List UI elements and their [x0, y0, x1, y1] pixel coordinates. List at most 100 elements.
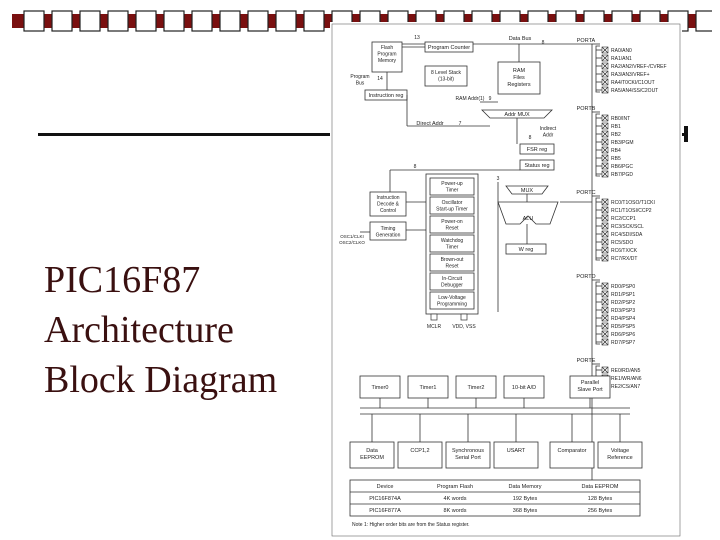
flash-label: Memory — [378, 58, 397, 64]
timing-generation-block — [369, 221, 407, 241]
status-register-block — [519, 159, 555, 171]
flash-memory-block — [371, 41, 403, 73]
pin-cross — [601, 366, 609, 374]
ram-addr-width-label: 9 — [489, 96, 492, 102]
indirect-addr-label: Addr — [543, 133, 554, 139]
pin-cross — [601, 306, 609, 314]
power-block-label: Debugger — [441, 283, 463, 289]
peripheral-block — [549, 441, 595, 469]
power-block — [429, 272, 475, 291]
pin-cross — [601, 54, 609, 62]
table-cell: 368 Bytes — [513, 508, 538, 514]
decode-label: Decode & — [377, 202, 400, 208]
pin-cross — [601, 70, 609, 78]
deco-square — [219, 10, 241, 32]
deco-square — [191, 10, 213, 32]
peripheral-label: USART — [507, 448, 526, 454]
pin-label: RD2/PSP2 — [611, 300, 635, 306]
peripheral-label: Timer2 — [468, 385, 485, 391]
device-table — [349, 479, 641, 517]
pin-cross — [601, 238, 609, 246]
table-note: Note 1: Higher order bits are from the S… — [352, 522, 470, 528]
peripheral-block — [597, 441, 643, 469]
program-counter-label: Program Counter — [428, 45, 470, 51]
peripheral-label: Timer0 — [372, 385, 389, 391]
power-block-label: Reset — [445, 226, 459, 232]
port-name-label: PORTA — [577, 38, 596, 44]
alu-block — [497, 201, 559, 225]
power-block-label: Timer — [446, 245, 459, 251]
vdd-vss-label: VDD, VSS — [452, 324, 476, 330]
fsr-label: FSR reg — [527, 147, 547, 153]
instruction-decode-block — [369, 191, 407, 217]
ram-label: Files — [513, 75, 525, 81]
peripheral-label: Parallel — [581, 380, 599, 386]
slide-title: PIC16F87 Architecture Block Diagram — [44, 255, 344, 405]
deco-square — [275, 10, 297, 32]
pin-cross — [601, 314, 609, 322]
pin-cross — [601, 338, 609, 346]
pin-label: RC5/SDO — [611, 240, 633, 246]
table-cell: 256 Bytes — [588, 508, 613, 514]
pin-label: RE1/WR/AN6 — [611, 376, 642, 382]
peripheral-block — [493, 441, 539, 469]
pin-label: RB7/PGD — [611, 172, 633, 178]
deco-square — [23, 10, 45, 32]
power-block — [429, 177, 475, 196]
power-block — [429, 234, 475, 253]
pin-label: RD5/PSP5 — [611, 324, 635, 330]
pc-width-label: 13 — [414, 35, 420, 41]
power-block-label: Reset — [445, 264, 459, 270]
port-bracket — [595, 197, 600, 261]
pin-label: RA2/AN2/VREF-/CVREF — [611, 64, 667, 70]
pin-label: RB2 — [611, 132, 621, 138]
port-name-label: PORTC — [576, 190, 595, 196]
power-block — [429, 291, 475, 310]
stack-block — [424, 65, 468, 87]
pin-cross — [601, 146, 609, 154]
pin-label: RD0/PSP0 — [611, 284, 635, 290]
peripheral-block — [349, 441, 395, 469]
pin-label: RD7/PSP7 — [611, 340, 635, 346]
title-line-3: Block Diagram — [44, 359, 278, 401]
ram-label: Registers — [507, 82, 530, 88]
program-bus-label: Program — [350, 74, 369, 80]
power-block — [429, 253, 475, 272]
peripheral-label: 10-bit A/D — [512, 385, 536, 391]
divider-end-mark — [684, 126, 688, 142]
pin-cross — [601, 214, 609, 222]
deco-square — [303, 10, 325, 32]
table-cell: 4K words — [444, 496, 467, 502]
bus-width-label: 8 — [414, 164, 417, 170]
pin-label: RA0/AN0 — [611, 48, 632, 54]
peripheral-block — [445, 441, 491, 469]
pin-label: RE0/RD/AN5 — [611, 368, 641, 374]
power-block-label: Timer — [446, 188, 459, 194]
power-block-label: In-Circuit — [442, 276, 463, 282]
oscillator-pin-label: OSC1/CLKI — [340, 234, 364, 239]
ram-label: RAM — [513, 68, 526, 74]
pin-label: RC6/TX/CK — [611, 248, 638, 254]
peripheral-label: EEPROM — [360, 455, 384, 461]
pin-label: RC4/SDI/SDA — [611, 232, 643, 238]
address-mux — [481, 109, 553, 119]
stack-label: 8 Level Stack — [431, 70, 462, 76]
pin-label: RB0/INT — [611, 116, 630, 122]
w-register-block — [505, 243, 547, 255]
power-block-label: Power-on — [441, 219, 463, 225]
peripheral-label: Data — [366, 448, 379, 454]
program-bus-width-label: 14 — [377, 76, 383, 82]
program-bus-label: Bus — [356, 81, 365, 87]
pin-cross — [601, 246, 609, 254]
pin-cross — [601, 86, 609, 94]
deco-square — [163, 10, 185, 32]
power-block-label: Low-Voltage — [438, 295, 466, 301]
port-bracket — [595, 281, 600, 345]
deco-square — [51, 10, 73, 32]
pin-cross — [601, 78, 609, 86]
deco-square — [79, 10, 101, 32]
power-block-label: Power-up — [441, 181, 463, 187]
decode-label: Instruction — [376, 195, 399, 201]
